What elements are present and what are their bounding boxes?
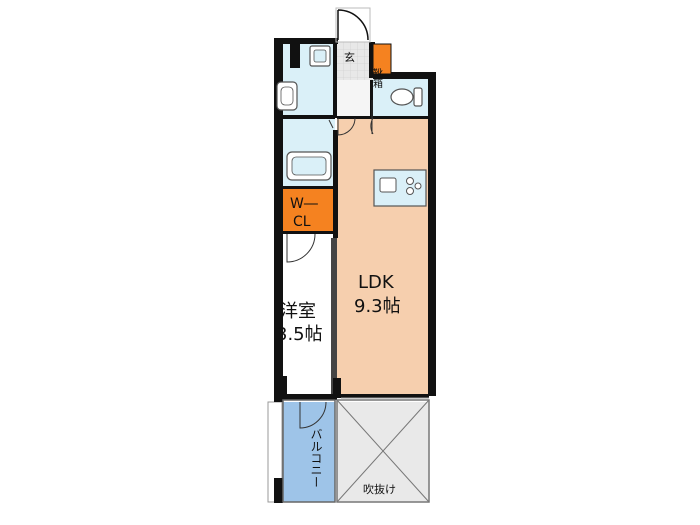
stove-burner-1 — [406, 177, 414, 185]
fukinuke-label: 吹抜け — [363, 482, 396, 496]
yoshitsu-area: 3.5帖 — [276, 324, 323, 345]
void-outline — [336, 399, 430, 503]
wall-bath-wash — [283, 115, 335, 119]
door-ldk-hall — [370, 117, 374, 135]
toilet-bowl — [390, 88, 414, 106]
balcony-label: バルコニー — [309, 428, 323, 488]
sliding-door-mark — [328, 119, 334, 129]
washer-drum — [280, 86, 294, 106]
balcony-outline — [282, 399, 336, 503]
wall-room-bottom — [283, 394, 337, 400]
top-left-wall — [274, 38, 338, 44]
door-balcony — [299, 401, 327, 429]
wall-wash-wcl — [283, 186, 335, 189]
genkan-right-wall — [369, 42, 375, 78]
wall-hall-ldk — [337, 116, 429, 119]
ldk-floor — [337, 118, 429, 396]
room-pillar — [275, 376, 287, 396]
toilet-top-wall — [373, 72, 436, 79]
genkan-label: 玄 — [344, 50, 355, 64]
wall-toilet-hall — [370, 80, 373, 116]
vanity-basin — [313, 49, 327, 63]
getabako — [372, 43, 392, 75]
hall-floor — [337, 80, 373, 118]
entrance-door — [337, 9, 369, 41]
yoshitsu-floor — [283, 232, 331, 396]
void-pillar-left — [333, 378, 341, 398]
kitchen-sink — [379, 177, 397, 193]
getabako-label: 靴箱 — [371, 67, 383, 89]
wall-room-ldk — [331, 238, 337, 396]
right-outer-wall — [428, 74, 436, 396]
balcony-floor — [283, 402, 335, 502]
stove-burner-2 — [406, 187, 414, 195]
genkan-tile — [337, 42, 373, 80]
wall-wash-ldk — [333, 130, 338, 238]
bathtub-inner — [291, 156, 327, 176]
ldk-label: LDK — [358, 272, 395, 293]
left-outer-wall — [274, 40, 283, 402]
wcl-label-line2: CL — [293, 214, 311, 230]
wall-wcl-room — [283, 231, 335, 234]
door-bath — [337, 117, 356, 136]
wcl-floor — [283, 188, 333, 232]
door-yoshitsu — [286, 233, 316, 263]
entrance-frame — [335, 7, 371, 43]
wall-ldk-bottom — [337, 394, 429, 398]
wcl-label-line1: W― — [290, 196, 318, 212]
yoshitsu-label: 洋室 — [280, 301, 316, 322]
void-cross-b — [336, 399, 430, 503]
ldk-area: 9.3帖 — [354, 296, 401, 317]
top-wall-segment — [290, 40, 300, 68]
stove-burner-3 — [414, 182, 422, 190]
washer-pan — [276, 81, 298, 111]
bottom-left-wall — [274, 478, 283, 503]
toilet-tank — [413, 87, 423, 107]
wall-bath-hall — [333, 42, 337, 118]
